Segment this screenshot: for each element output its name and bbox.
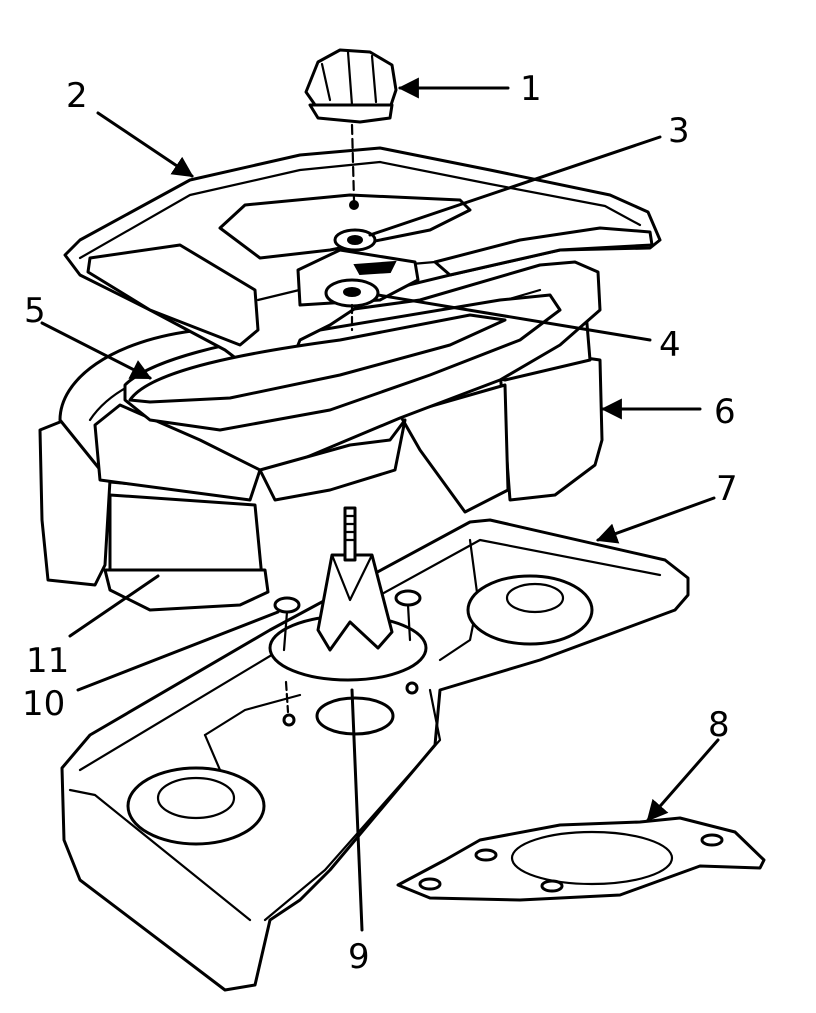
callout-9: 9 [348, 937, 370, 977]
leader-4 [376, 293, 652, 342]
wing-nut [333, 228, 377, 252]
gasket [396, 816, 766, 902]
leader-8 [646, 738, 720, 822]
cover-center-hole [349, 200, 359, 210]
cover-knob [304, 48, 398, 124]
knob-axis [350, 123, 356, 202]
leader-3 [368, 135, 662, 237]
cover-seal [128, 313, 507, 404]
base-well-left [126, 766, 266, 846]
leader-7 [596, 496, 716, 544]
retaining-nut [324, 278, 380, 308]
callout-8: 8 [708, 705, 730, 745]
callout-3: 3 [668, 111, 690, 151]
leader-9 [350, 688, 364, 932]
leader-5 [40, 321, 152, 380]
screw-hole-right [405, 681, 419, 695]
callout-4: 4 [659, 325, 681, 365]
callout-6: 6 [714, 392, 736, 432]
callout-2: 2 [66, 76, 88, 116]
mounting-screw-left [273, 596, 301, 652]
filter-mesh-center [258, 418, 407, 502]
callout-11: 11 [26, 641, 69, 681]
screw-axis-left [284, 680, 290, 714]
filter-mesh-right [398, 383, 510, 514]
leader-10 [76, 610, 280, 692]
leader-2 [96, 111, 194, 178]
callout-1: 1 [520, 69, 542, 109]
mounting-screw-right [394, 589, 422, 642]
filter-support-bracket [268, 506, 428, 682]
base-well-right [466, 574, 594, 646]
callout-10: 10 [22, 684, 65, 724]
leader-11 [68, 574, 160, 638]
filter-mesh-left [103, 493, 270, 612]
screw-hole-left [282, 713, 296, 727]
callout-7: 7 [716, 469, 738, 509]
callout-5: 5 [24, 291, 46, 331]
